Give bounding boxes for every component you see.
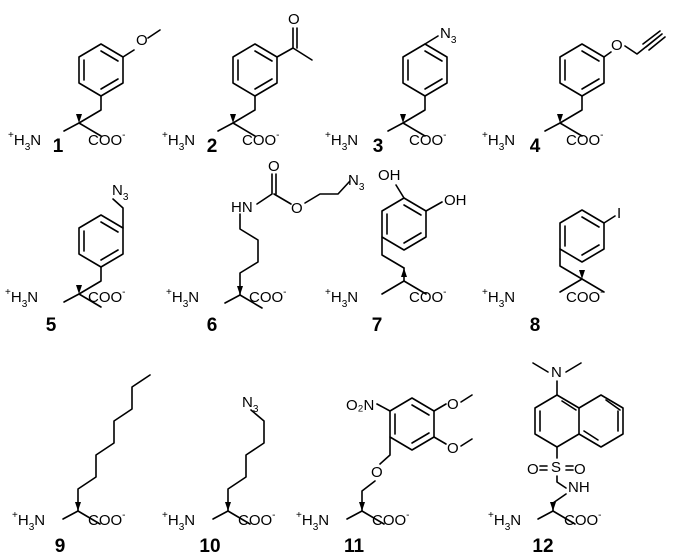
compound-9-structure: +H3N COO- [12, 374, 151, 533]
compound-number-1: 1 [53, 136, 64, 157]
svg-text:COO-: COO- [409, 130, 447, 149]
compound-12-structure: N S O O NH +H3N COO- [488, 362, 624, 533]
methoxy-oxygen-2: O [447, 440, 459, 457]
svg-text:+H3N: +H3N [8, 130, 41, 153]
compound-number-8: 8 [530, 315, 541, 336]
compound-number-9: 9 [55, 536, 66, 557]
compound-6-structure: HN O O N3 +H3N COO- [166, 158, 365, 310]
compound-number-4: 4 [530, 136, 541, 157]
carbamate-nh: HN [231, 199, 253, 216]
methoxy-oxygen-1: O [447, 396, 459, 413]
svg-text:COO-: COO- [249, 287, 287, 306]
compound-2-structure: O +H3N COO- [162, 11, 313, 153]
svg-text:COO-: COO- [409, 287, 447, 306]
nitro-group: O₂N [346, 397, 374, 414]
sulfonyl-oxygen-1: O [527, 461, 539, 478]
svg-text:N3: N3 [348, 172, 365, 193]
svg-text:COO-: COO- [88, 130, 126, 149]
compound-8-structure: I +H3N COO- [482, 205, 621, 310]
compound-number-7: 7 [372, 315, 383, 336]
svg-text:COO-: COO- [88, 287, 126, 306]
svg-text:COO-: COO- [564, 510, 602, 529]
svg-text:COO-: COO- [238, 510, 276, 529]
sulfonyl-sulfur: S [551, 459, 561, 476]
dimethylamino-nitrogen: N [551, 364, 562, 381]
compound-3-structure: N3 +H3N COO- [325, 25, 457, 153]
compound-number-11: 11 [344, 536, 365, 557]
svg-text:+H3N: +H3N [325, 287, 358, 310]
compound-10-structure: N3 +H3N COO- [162, 394, 276, 533]
svg-text:+H3N: +H3N [12, 510, 45, 533]
benzyl-ether-oxygen: O [371, 464, 383, 481]
compound-number-10: 10 [199, 536, 220, 557]
compound-number-3: 3 [373, 136, 384, 157]
carbamate-oxygen: O [291, 200, 303, 217]
compound-number-2: 2 [207, 136, 218, 157]
svg-text:+H3N: +H3N [166, 287, 199, 310]
iodine-atom: I [617, 205, 621, 222]
compound-number-5: 5 [46, 315, 57, 336]
ether-oxygen: O [611, 37, 623, 54]
svg-text:+H3N: +H3N [162, 130, 195, 153]
svg-text:+H3N: +H3N [488, 510, 521, 533]
hydroxyl-group-2: OH [444, 192, 467, 209]
svg-text:COO-: COO- [566, 287, 604, 306]
compound-5-structure: N3 +H3N COO- [5, 182, 129, 310]
svg-text:+H3N: +H3N [325, 130, 358, 153]
svg-text:COO-: COO- [88, 510, 126, 529]
compound-number-6: 6 [207, 315, 218, 336]
svg-text:+H3N: +H3N [162, 510, 195, 533]
svg-text:+H3N: +H3N [5, 287, 38, 310]
svg-text:COO-: COO- [372, 510, 410, 529]
compound-7-structure: OH OH +H3N COO- [325, 167, 467, 310]
compound-11-structure: O₂N O O O +H3N COO- [296, 394, 473, 533]
compound-4-structure: O +H3N COO- [482, 30, 666, 153]
svg-text:N3: N3 [440, 25, 457, 46]
hydroxyl-group-1: OH [378, 167, 401, 184]
carbonyl-oxygen: O [268, 158, 280, 175]
compound-number-12: 12 [532, 536, 553, 557]
svg-text:+H3N: +H3N [482, 130, 515, 153]
svg-text:COO-: COO- [566, 130, 604, 149]
sulfonamide-nh: NH [568, 479, 590, 496]
sulfonyl-oxygen-2: O [574, 461, 586, 478]
compound-1-structure: O +H3N COO- [8, 29, 161, 153]
svg-text:N3: N3 [242, 394, 259, 415]
svg-text:+H3N: +H3N [296, 510, 329, 533]
methoxy-oxygen: O [136, 32, 148, 49]
svg-text:COO-: COO- [242, 130, 280, 149]
svg-text:N3: N3 [112, 182, 129, 203]
ketone-oxygen: O [288, 11, 300, 28]
svg-text:+H3N: +H3N [482, 287, 515, 310]
